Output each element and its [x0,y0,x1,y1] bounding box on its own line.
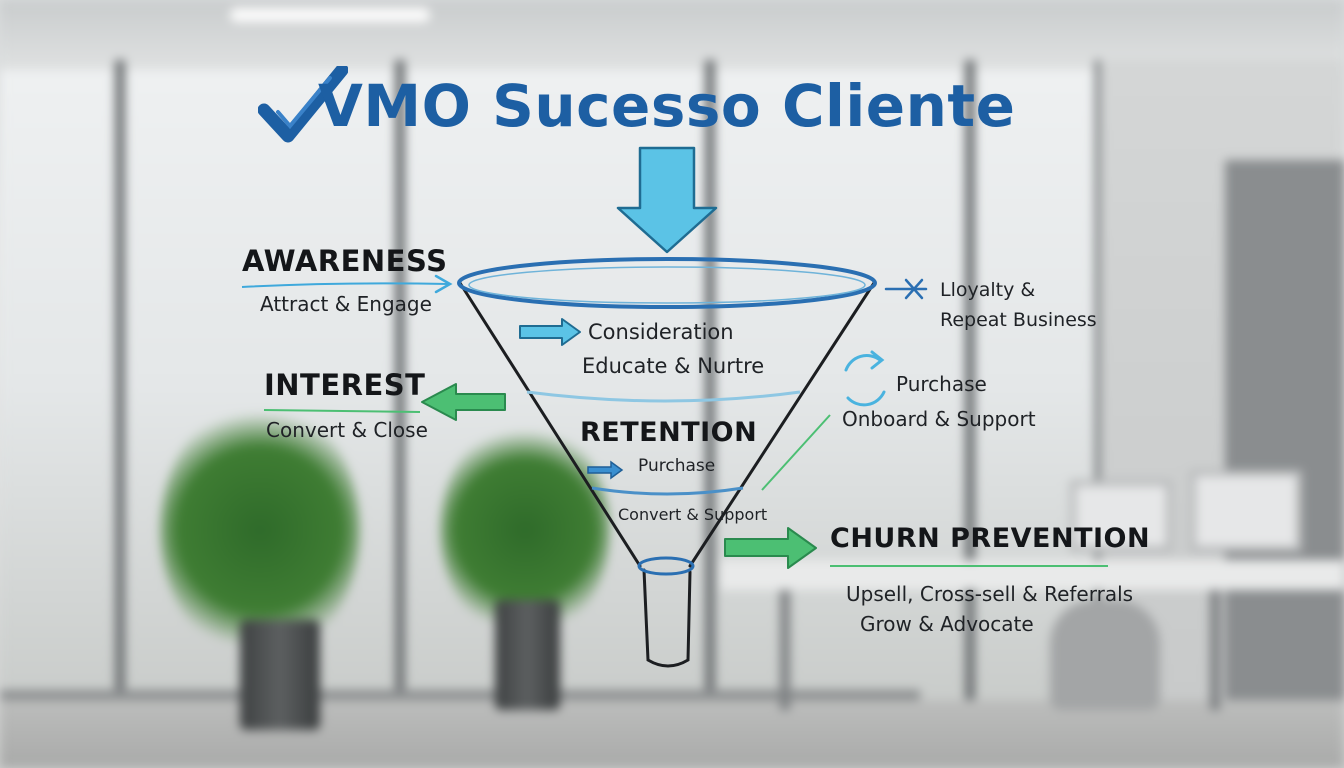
window-pane [0,70,115,700]
funnel-rim-inner [468,266,866,304]
pillar [1225,160,1344,700]
funnel-spout [637,556,695,576]
page-title: VMO Sucesso Cliente [318,72,1016,140]
cycle-arrows-icon [844,350,886,407]
office-chair [1050,600,1160,710]
consideration-arrow-icon [519,318,581,346]
checkmark-logo-icon [258,66,348,143]
title-block: VMO Sucesso Cliente [258,66,1016,146]
churn-line-1: Upsell, Cross-sell & Referrals [846,582,1134,606]
purchase-heading: Purchase [896,372,987,396]
purchase-subtitle: Onboard & Support [842,407,1036,431]
retention-heading: RETENTION [580,417,758,448]
awareness-subtitle: Attract & Engage [260,292,432,316]
window-mullion [115,60,125,700]
window-mullion [705,60,715,700]
churn-line-2: Grow & Advocate [860,612,1034,636]
interest-heading: INTEREST [264,368,426,402]
awareness-pointer [434,274,453,294]
funnel-layer-line [526,390,801,403]
window-pane [715,70,965,700]
window-pane [975,70,1100,700]
plant-pot [495,600,560,710]
window-mullion [395,60,405,700]
window-mullion [965,60,975,700]
loyalty-line-1: Lloyalty & [940,279,1036,301]
churn-heading: CHURN PREVENTION [830,523,1151,554]
purchase-connector-line [761,414,831,491]
desk-leg [1210,590,1220,710]
consideration-heading: Consideration [588,320,734,344]
retention-subtitle: Purchase [638,456,716,476]
awareness-heading: AWARENESS [242,244,448,278]
ceiling-lamp [230,8,430,22]
awareness-underline [241,282,449,288]
funnel-rim [457,257,877,309]
plant-foliage [160,400,360,660]
interest-underline [263,409,421,413]
plant-pot [240,620,320,730]
desk-leg [780,590,790,710]
churn-arrow-icon [724,527,817,569]
loyalty-line-2: Repeat Business [940,309,1097,331]
retention-arrow-icon [587,460,624,480]
retention-note: Convert & Support [618,505,768,524]
desk-monitor [1190,470,1302,552]
floor [0,700,1344,768]
down-arrow-icon [616,146,718,254]
desk-monitor [1070,480,1172,552]
interest-arrow-icon [421,383,506,421]
cross-arrow-icon [884,278,928,300]
consideration-subtitle: Educate & Nurtre [582,354,765,378]
ceiling [0,0,1344,70]
funnel-layer-line [591,486,744,496]
funnel [458,281,876,668]
interest-subtitle: Convert & Close [266,418,428,442]
